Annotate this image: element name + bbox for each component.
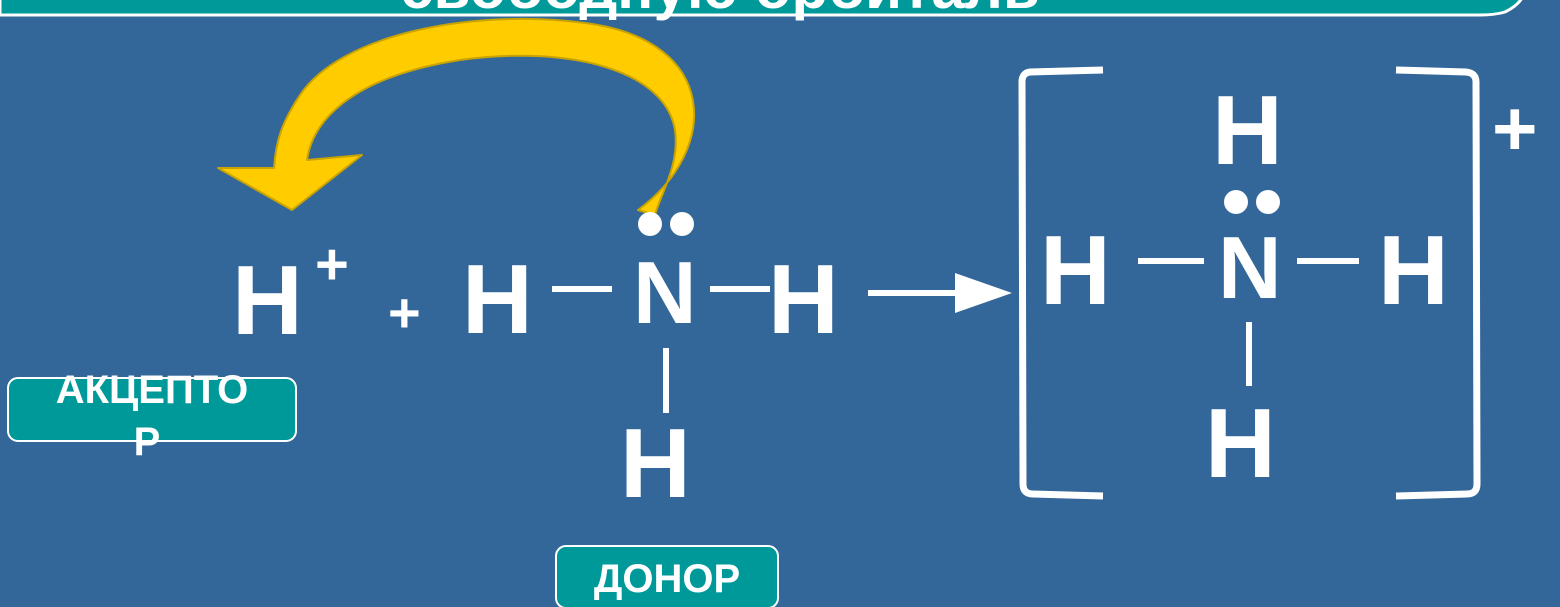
product-top-h: H	[1212, 75, 1283, 185]
donor-box	[555, 545, 779, 607]
electron-dot	[638, 212, 662, 236]
product-nitrogen: N	[1218, 218, 1282, 317]
electron-pair-dots	[1224, 190, 1280, 214]
product-charge: +	[1492, 84, 1538, 172]
electron-dot	[670, 212, 694, 236]
product-bond-right	[1297, 258, 1359, 264]
ammonia-left-h: H	[462, 244, 533, 354]
acceptor-text-line1: АКЦЕПТО	[56, 368, 249, 412]
ammonia-bond-left	[552, 286, 612, 292]
ammonium-ion: H H N H H	[1040, 75, 1449, 498]
ammonia-bond-bottom	[663, 348, 669, 413]
proton: H +	[232, 232, 349, 355]
proton-charge: +	[315, 232, 349, 297]
product-left-h: H	[1040, 215, 1111, 325]
ammonia-nitrogen: N	[633, 243, 697, 342]
title-banner-shape	[0, 0, 1523, 17]
proton-symbol: H	[232, 245, 303, 355]
reaction-arrow-shaft	[868, 290, 958, 296]
electron-dot	[1256, 190, 1280, 214]
reaction-arrow-head	[955, 273, 1012, 313]
acceptor-label: АКЦЕПТО Р	[7, 368, 297, 464]
title-text: свободную орбиталь	[400, 0, 1040, 21]
acceptor-text-line2: Р	[134, 420, 161, 464]
curved-arrow-body	[217, 17, 696, 216]
title-banner: свободную орбиталь	[0, 0, 1523, 21]
ammonia-molecule: H N H H	[462, 212, 839, 518]
ammonia-right-h: H	[768, 244, 839, 354]
ammonia-bond-right	[710, 286, 770, 292]
donor-text: ДОНОР	[594, 557, 740, 601]
ammonia-bottom-h: H	[620, 408, 691, 518]
product-bottom-h: H	[1205, 388, 1276, 498]
acceptor-box	[7, 377, 297, 442]
plus-sign: +	[388, 281, 421, 344]
donor-label: ДОНОР	[555, 545, 779, 607]
product-bond-left	[1138, 258, 1204, 264]
electron-pair-dots	[638, 212, 694, 236]
electron-dot	[1224, 190, 1248, 214]
curved-arrow-icon	[217, 17, 696, 216]
product-right-h: H	[1378, 215, 1449, 325]
bracket-right	[1395, 66, 1481, 500]
right-arrow-icon	[868, 273, 1012, 313]
product-bond-bottom	[1246, 322, 1252, 386]
product-bracket	[1018, 66, 1481, 500]
bracket-left	[1018, 66, 1104, 500]
